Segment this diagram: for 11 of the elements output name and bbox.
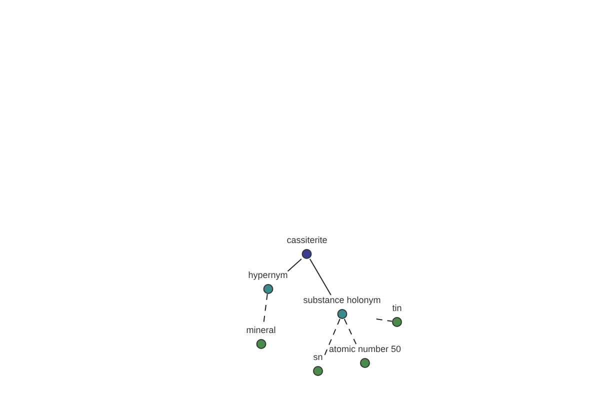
dashed-line <box>344 318 357 344</box>
node-label: substance holonym <box>303 295 381 305</box>
node-label: atomic number 50 <box>328 344 402 354</box>
dashed-line <box>376 318 392 322</box>
node-label: tin <box>392 303 402 313</box>
node-label: cassiterite <box>286 235 328 245</box>
connector-line <box>287 258 302 272</box>
node-label: mineral <box>246 325 276 335</box>
node-label: hypernym <box>248 270 288 280</box>
node-label: sn <box>313 352 323 362</box>
connector-line <box>309 258 332 296</box>
